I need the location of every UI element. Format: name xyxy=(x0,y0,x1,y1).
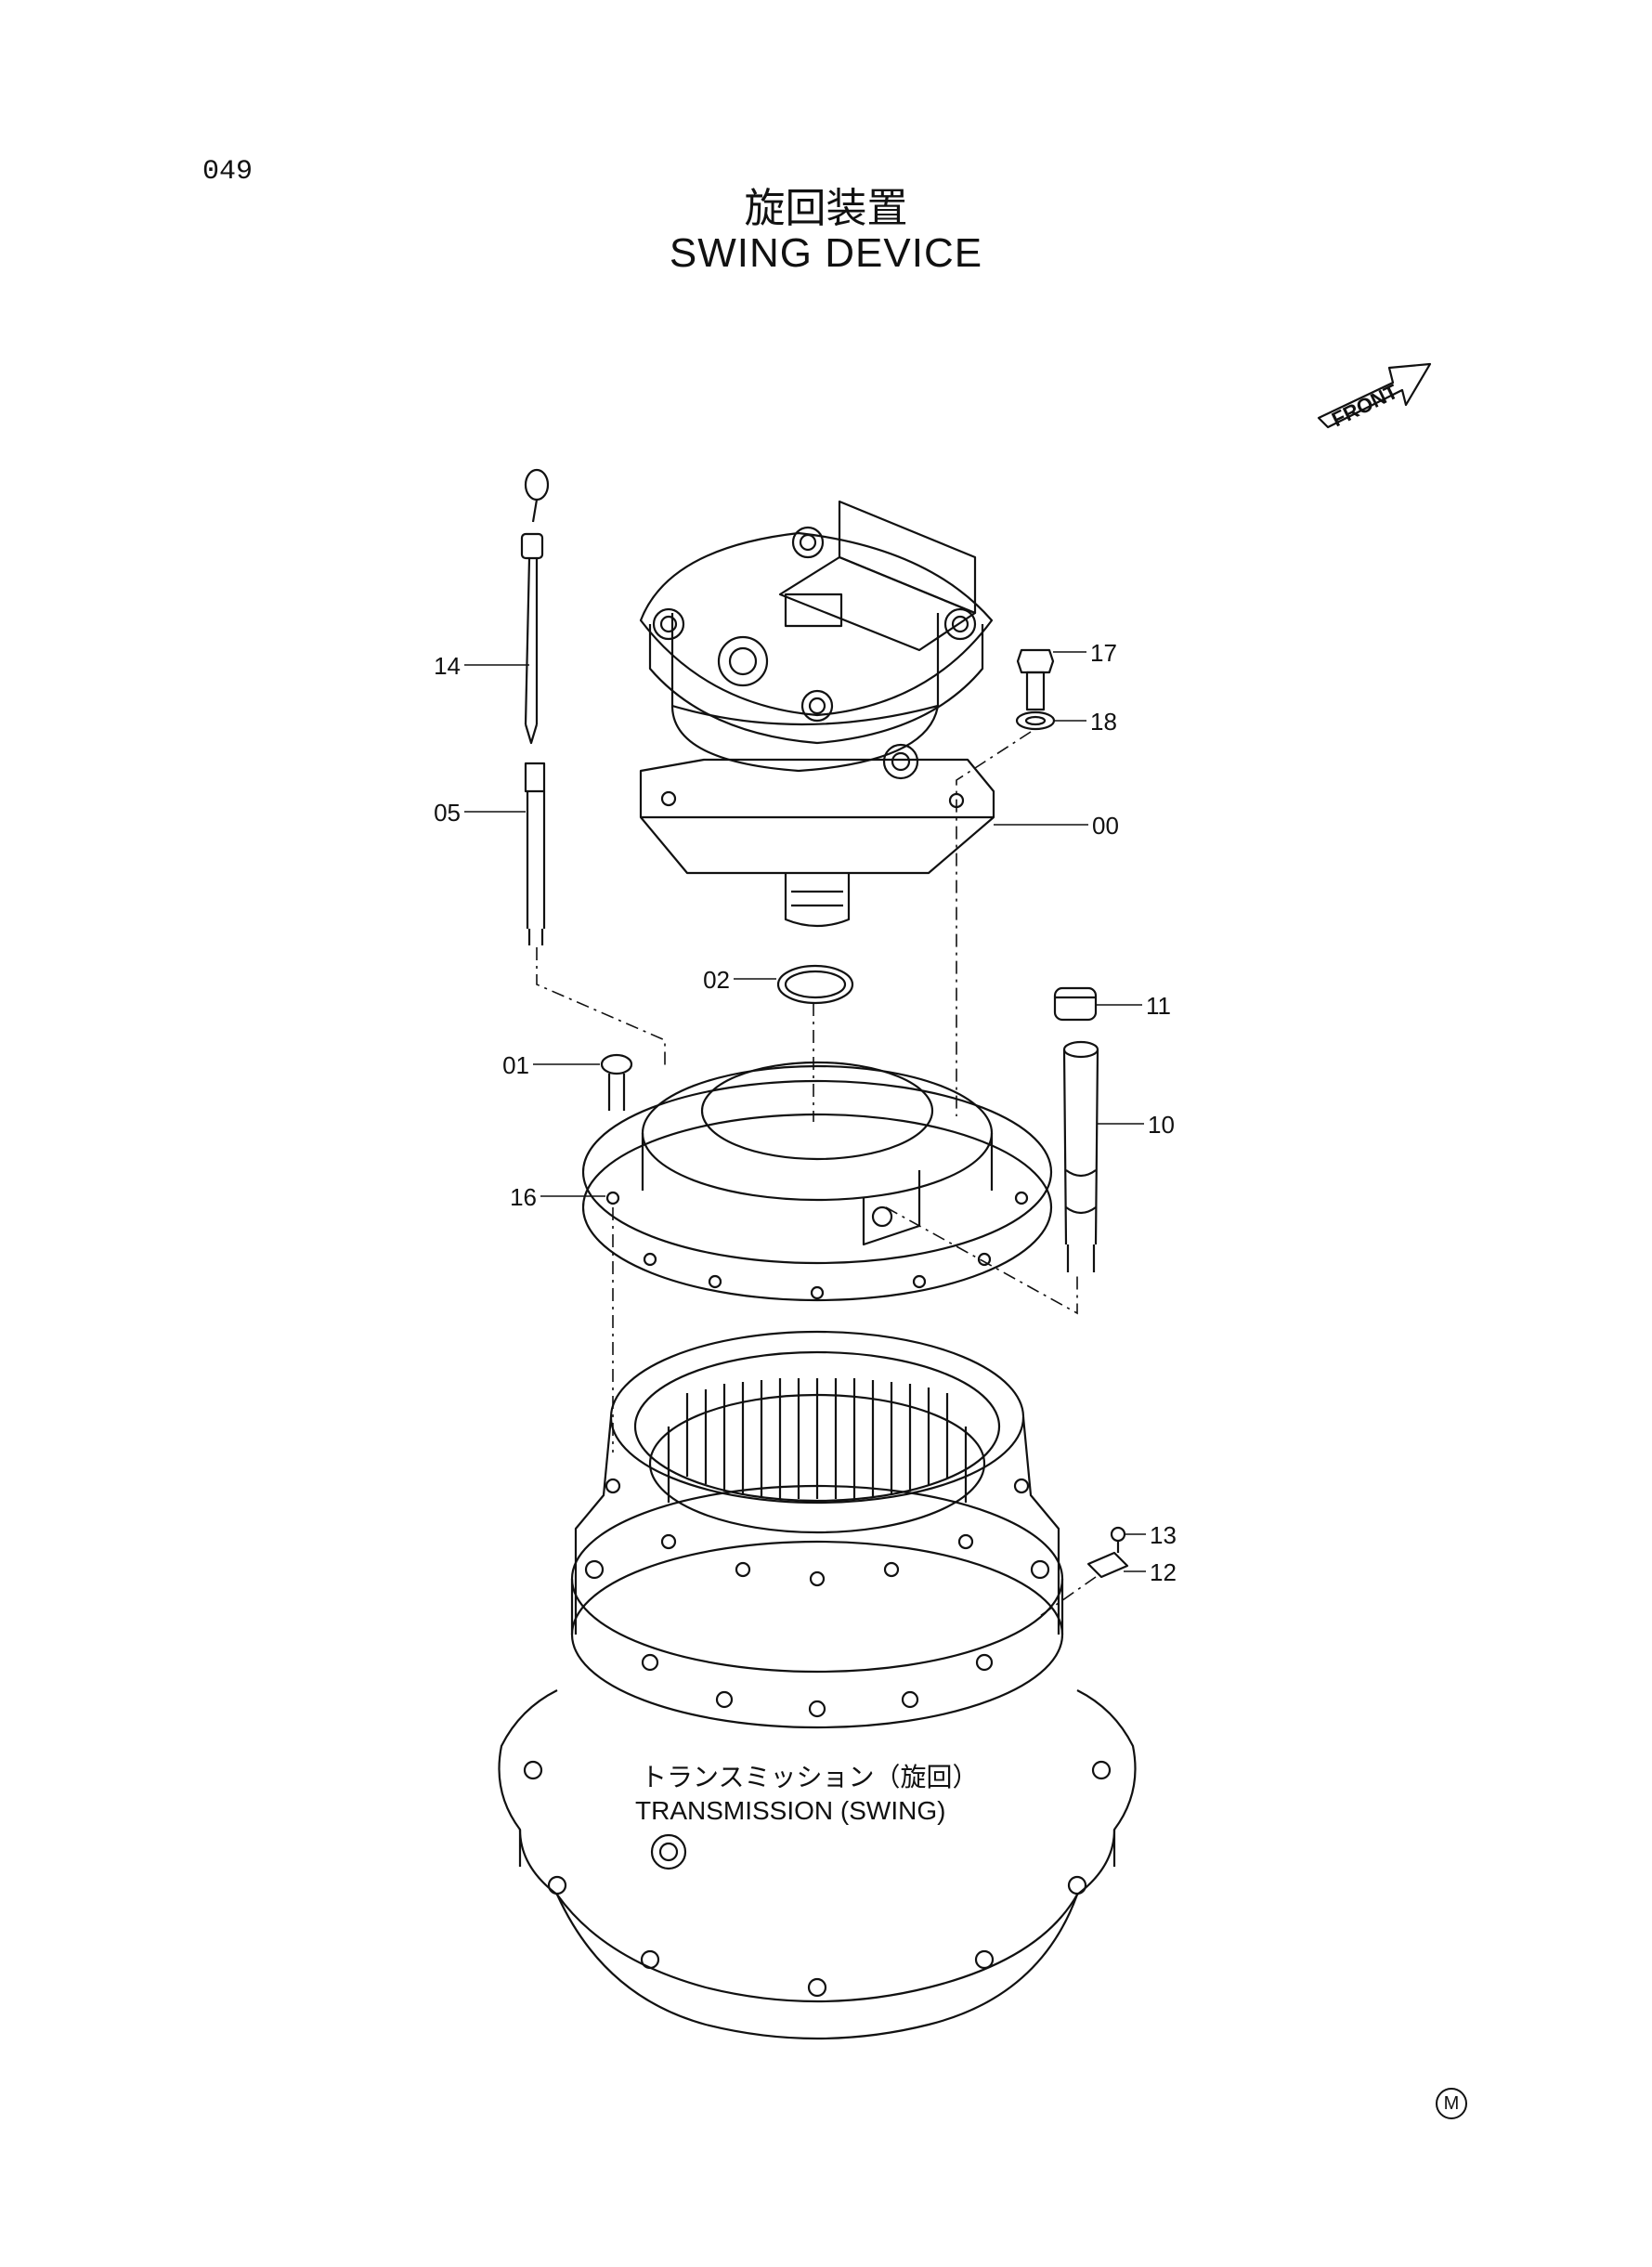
screw-part-13 xyxy=(1110,1526,1126,1553)
assembly-label: TRANSMISSION (SWING) xyxy=(635,1796,946,1825)
dipstick-part xyxy=(520,468,550,745)
callout-18: 18 xyxy=(1090,708,1117,736)
page-number: 049 xyxy=(202,156,254,188)
assembly-label-jp: トランスミッション（旋回） xyxy=(641,1763,979,1791)
callout-05: 05 xyxy=(434,799,461,827)
washer-part-18 xyxy=(1015,710,1056,731)
callout-11: 11 xyxy=(1146,992,1171,1020)
callout-00: 00 xyxy=(1092,812,1119,840)
callout-16: 16 xyxy=(510,1183,537,1211)
front-arrow-icon xyxy=(1317,362,1432,429)
bolt-part-17 xyxy=(1016,648,1055,711)
alignment-lines xyxy=(536,731,1097,1617)
leader-lines xyxy=(464,651,1146,1572)
snap-ring-part xyxy=(776,964,854,1005)
swing-motor-part xyxy=(639,500,995,928)
cap-part-11 xyxy=(1053,986,1098,1022)
plate-part-12 xyxy=(1086,1551,1129,1579)
bolt-part-01 xyxy=(600,1053,633,1111)
page-title-jp: 旋回装置 xyxy=(744,186,908,231)
callout-02: 02 xyxy=(703,966,730,994)
callout-17: 17 xyxy=(1090,639,1117,667)
callout-12: 12 xyxy=(1150,1558,1177,1586)
pipe-part-05 xyxy=(524,762,546,945)
callout-10: 10 xyxy=(1148,1111,1175,1139)
page-title: SWING DEVICE xyxy=(669,230,983,276)
transmission-housing xyxy=(498,1330,1137,2040)
level-gauge-part-10 xyxy=(1062,1040,1099,1272)
callout-14: 14 xyxy=(434,652,461,680)
ring-housing-part-16 xyxy=(581,1061,1053,1302)
callout-13: 13 xyxy=(1150,1521,1177,1549)
callout-01: 01 xyxy=(502,1051,529,1079)
footer-mark: M xyxy=(1436,2088,1467,2119)
